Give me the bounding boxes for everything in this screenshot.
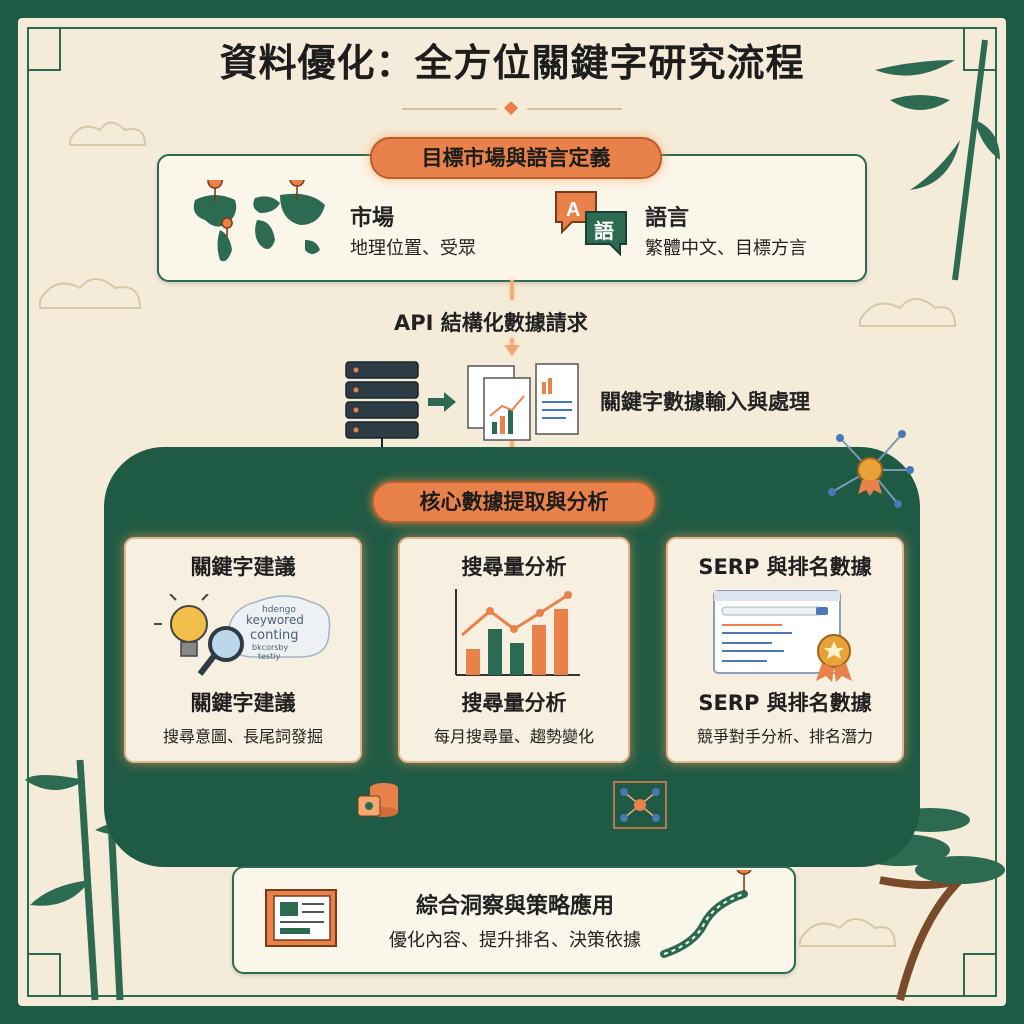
api-label: API 結構化數據請求 — [394, 311, 588, 335]
cloud-word-3: conting — [250, 628, 299, 643]
serp-ranking-desc: 競爭對手分析、排名潛力 — [696, 727, 873, 746]
serp-ranking-title: SERP 與排名數據 — [698, 555, 872, 579]
document-report-icon — [265, 889, 337, 947]
serp-ranking-heading: SERP 與排名數據 — [698, 691, 872, 715]
insight-strategy-title: 綜合洞察與策略應用 — [415, 894, 614, 919]
language-desc: 繁體中文、目標方言 — [645, 238, 807, 259]
keyword-suggestion-title: 關鍵字建議 — [190, 555, 296, 579]
lightbulb-magnifier-icon: hdengo keywored conting bkcorsby testiy — [154, 594, 331, 676]
language-icon: A 語 — [555, 191, 627, 257]
server-to-documents-icon — [345, 361, 579, 456]
target-definition-pill: 目標市場與語言定義 — [370, 137, 662, 179]
serp-ranking-card: SERP 與排名數據 SERP 與排名數據 競爭對手分析、排名潛力 — [666, 537, 904, 763]
market-desc: 地理位置、受眾 — [350, 238, 476, 259]
cloud-word-5: testiy — [258, 652, 281, 661]
bar-trend-chart-icon — [455, 589, 580, 676]
world-map-icon — [193, 180, 325, 262]
title-divider — [402, 102, 622, 116]
language-title: 語言 — [645, 206, 690, 231]
browser-badge-icon — [713, 590, 852, 682]
keyword-suggestion-heading: 關鍵字建議 — [190, 691, 296, 715]
cloud-word-2: keywored — [246, 613, 304, 627]
keyword-suggestion-card: 關鍵字建議 hdengo keywored conting bkcorsby t… — [124, 537, 362, 763]
page-title: 資料優化：全方位關鍵字研究流程 — [219, 41, 805, 85]
keyword-suggestion-desc: 搜尋意圖、長尾詞發掘 — [162, 727, 323, 746]
language-icon-b: 語 — [594, 219, 614, 243]
database-merge-icon — [357, 783, 398, 817]
cloud-word-4: bkcorsby — [252, 643, 289, 652]
market-title: 市場 — [350, 206, 395, 231]
network-node-icon — [828, 430, 914, 508]
cloud-word-1: hdengo — [262, 605, 296, 615]
language-icon-a: A — [566, 199, 580, 221]
core-analysis-pill: 核心數據提取與分析 — [372, 481, 656, 523]
search-volume-heading: 搜尋量分析 — [461, 691, 567, 715]
search-volume-desc: 每月搜尋量、趨勢變化 — [433, 727, 594, 746]
input-processing-label: 關鍵字數據輸入與處理 — [600, 390, 810, 414]
map-route-icon — [660, 870, 752, 958]
insight-strategy-desc: 優化內容、提升排名、決策依據 — [389, 930, 641, 951]
search-volume-card: 搜尋量分析 搜尋量分析 每月搜尋量、趨勢變化 — [398, 537, 630, 763]
network-merge-icon — [613, 781, 667, 829]
search-volume-title: 搜尋量分析 — [461, 555, 567, 579]
